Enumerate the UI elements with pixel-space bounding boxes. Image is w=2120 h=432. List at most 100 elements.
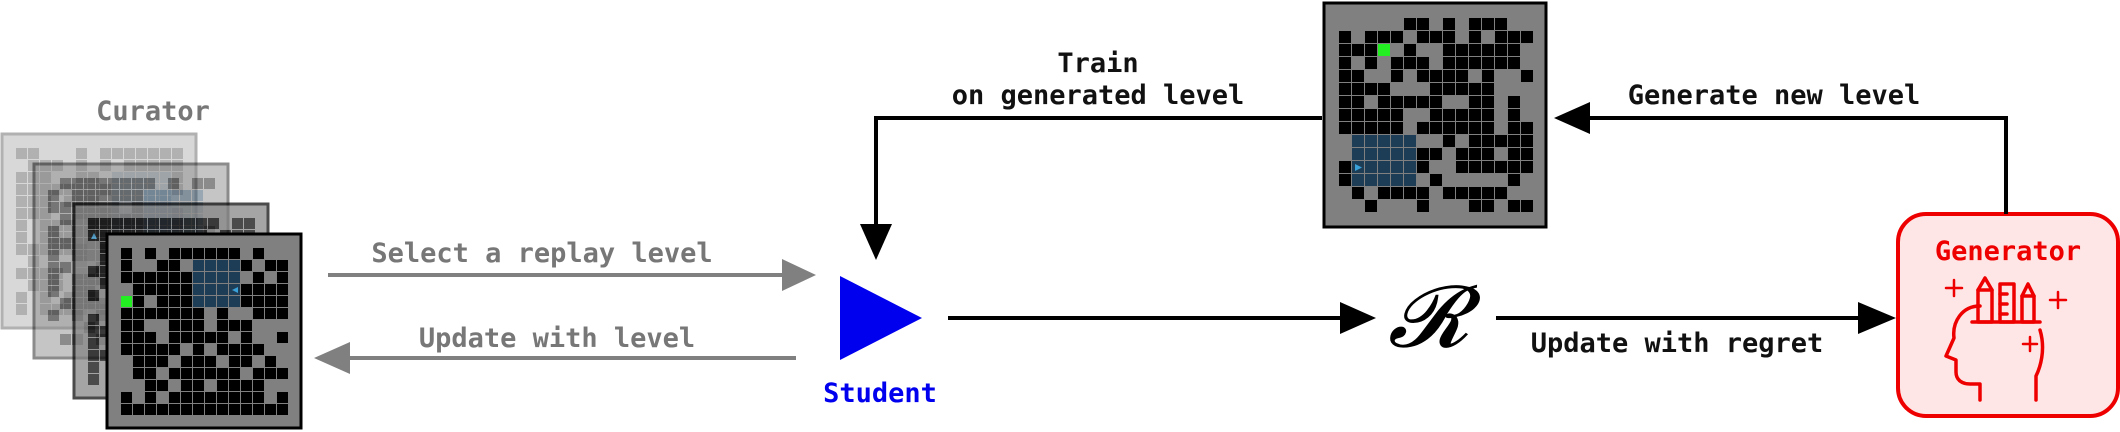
maze-cell xyxy=(169,404,180,415)
maze-cell xyxy=(169,248,180,259)
maze-cell xyxy=(145,248,156,259)
maze-cell xyxy=(136,184,147,195)
maze-cell xyxy=(1508,44,1520,56)
maze-cell xyxy=(193,380,204,391)
maze-cell xyxy=(60,322,71,333)
maze-cell xyxy=(1404,57,1416,69)
maze-cell xyxy=(88,148,99,159)
maze-cell xyxy=(88,172,99,183)
maze-cell xyxy=(1417,135,1429,147)
maze-cell xyxy=(1521,148,1533,160)
maze-cell xyxy=(1508,148,1520,160)
maze-cell xyxy=(157,356,168,367)
maze-cell xyxy=(1443,187,1455,199)
maze-cell xyxy=(1482,96,1494,108)
maze-cell xyxy=(121,332,132,343)
maze-cell xyxy=(1365,70,1377,82)
maze-cell xyxy=(145,356,156,367)
maze-cell xyxy=(124,196,135,207)
maze-cell xyxy=(136,218,147,229)
maze-cell xyxy=(124,184,135,195)
maze-cell xyxy=(265,380,276,391)
maze-agent-icon xyxy=(1355,164,1362,171)
maze-cell xyxy=(193,248,204,259)
maze-cell xyxy=(1482,57,1494,69)
maze-cell xyxy=(1417,57,1429,69)
maze-cell xyxy=(121,260,132,271)
maze-cell xyxy=(1378,109,1390,121)
maze-cell xyxy=(168,190,179,201)
maze-cell xyxy=(172,160,183,171)
maze-cell xyxy=(265,296,276,307)
maze-cell xyxy=(205,296,216,307)
generate-new-level-arrow xyxy=(1554,102,2008,214)
maze-cell xyxy=(1404,174,1416,186)
maze-cell xyxy=(1430,31,1442,43)
maze-cell xyxy=(181,404,192,415)
maze-cell xyxy=(241,284,252,295)
student-to-regret-arrow xyxy=(948,302,1376,334)
maze-cell xyxy=(1352,122,1364,134)
maze-cell xyxy=(217,356,228,367)
maze-cell xyxy=(1417,122,1429,134)
maze-cell xyxy=(1391,18,1403,30)
maze-cell xyxy=(217,272,228,283)
maze-cell xyxy=(169,272,180,283)
maze-cell xyxy=(277,308,288,319)
maze-cell xyxy=(265,356,276,367)
maze-cell xyxy=(1443,57,1455,69)
maze-cell xyxy=(1404,135,1416,147)
maze-cell xyxy=(169,380,180,391)
maze-cell xyxy=(1417,148,1429,160)
maze-cell xyxy=(88,266,99,277)
maze-cell xyxy=(16,292,27,303)
maze-cell xyxy=(76,172,87,183)
maze-cell xyxy=(145,308,156,319)
maze-cell xyxy=(229,332,240,343)
maze-cell xyxy=(48,190,59,201)
maze-cell xyxy=(1417,96,1429,108)
maze-cell xyxy=(277,284,288,295)
maze-cell xyxy=(205,284,216,295)
maze-cell xyxy=(1456,83,1468,95)
maze-cell xyxy=(1391,174,1403,186)
maze-cell xyxy=(88,362,99,373)
maze-cell xyxy=(204,178,215,189)
maze-cell xyxy=(277,380,288,391)
maze-cell xyxy=(1521,109,1533,121)
maze-cell xyxy=(1469,148,1481,160)
maze-cell xyxy=(64,256,75,267)
maze-cell xyxy=(88,278,99,289)
maze-cell xyxy=(52,208,63,219)
student-label: Student xyxy=(823,378,937,409)
maze-cell xyxy=(157,284,168,295)
maze-cell xyxy=(169,332,180,343)
maze-cell xyxy=(1495,200,1507,212)
maze-cell xyxy=(241,344,252,355)
maze-cell xyxy=(277,272,288,283)
maze-cell xyxy=(1339,57,1351,69)
maze-cell xyxy=(157,392,168,403)
maze-cell xyxy=(181,296,192,307)
maze-cell xyxy=(133,272,144,283)
maze-cell xyxy=(136,160,147,171)
maze-cell xyxy=(100,160,111,171)
maze-cell xyxy=(76,184,87,195)
maze-cell xyxy=(84,178,95,189)
maze-cell xyxy=(145,272,156,283)
maze-cell xyxy=(1495,44,1507,56)
maze-cell xyxy=(28,196,39,207)
generated-level xyxy=(1322,1,1548,229)
maze-cell xyxy=(1404,200,1416,212)
maze-cell xyxy=(1508,57,1520,69)
maze-cell xyxy=(1495,57,1507,69)
maze-cell xyxy=(52,172,63,183)
maze-cell xyxy=(1391,161,1403,173)
maze-cell xyxy=(184,218,195,229)
maze-cell xyxy=(1495,122,1507,134)
maze-cell xyxy=(1339,174,1351,186)
maze-cell xyxy=(88,254,99,265)
maze-cell xyxy=(205,356,216,367)
maze-cell xyxy=(241,260,252,271)
